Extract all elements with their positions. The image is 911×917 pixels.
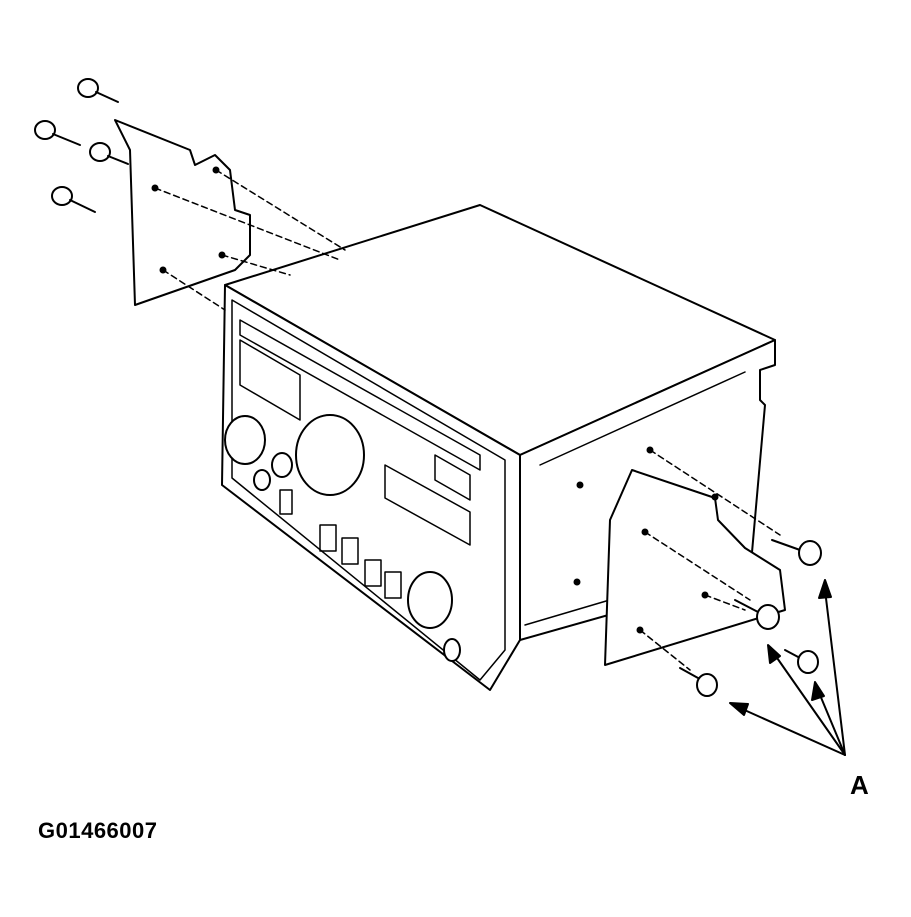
bolt-icon bbox=[77, 78, 119, 103]
left-bolts bbox=[34, 78, 129, 213]
bolt-icon bbox=[784, 649, 819, 674]
bolt-icon bbox=[771, 539, 822, 566]
bolt-icon bbox=[51, 186, 96, 213]
right-bolts bbox=[679, 539, 822, 697]
left-bracket bbox=[114, 119, 346, 311]
bolt-icon bbox=[89, 142, 129, 165]
bolt-icon bbox=[34, 120, 81, 146]
bolt-icon bbox=[734, 599, 780, 630]
callout-label-a: A bbox=[850, 770, 869, 800]
figure-id: G01466007 bbox=[38, 818, 158, 843]
right-bracket bbox=[573, 446, 786, 671]
bolt-icon bbox=[679, 667, 718, 697]
callout-arrows bbox=[729, 579, 846, 756]
